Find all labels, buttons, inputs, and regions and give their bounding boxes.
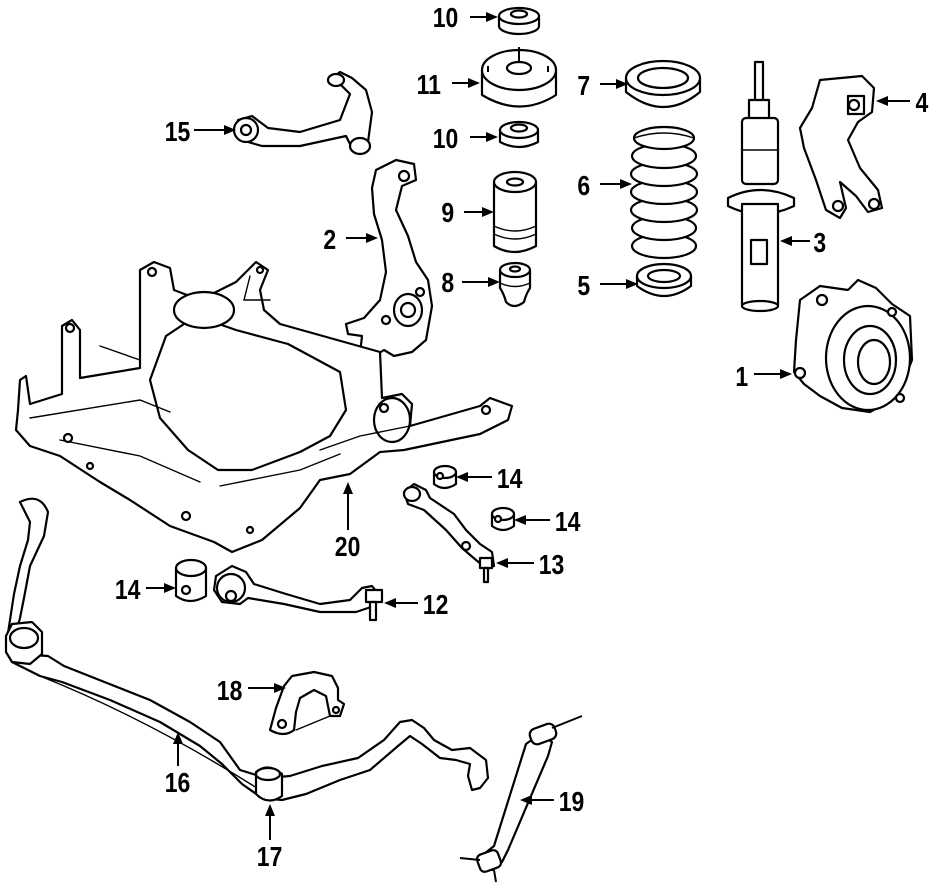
part-14-bushing-right[interactable] — [490, 506, 516, 532]
part-6-coil-spring[interactable] — [629, 125, 699, 260]
callout-16: 16 — [165, 768, 191, 799]
callout-4: 4 — [915, 88, 928, 119]
part-17-stabilizer-bushing[interactable] — [4, 620, 284, 802]
callout-18: 18 — [217, 676, 243, 707]
part-3-strut-shock-absorber[interactable] — [726, 60, 796, 313]
part-10-lower-bump-cap[interactable] — [498, 120, 540, 149]
part-20-subframe[interactable] — [14, 260, 514, 554]
callout-11: 11 — [417, 70, 441, 101]
callout-20: 20 — [335, 532, 361, 563]
part-18-stabilizer-bracket[interactable] — [268, 670, 346, 736]
callout-10-mid: 10 — [433, 124, 459, 155]
part-2-steering-knuckle[interactable] — [344, 158, 434, 362]
part-7-upper-spring-seat[interactable] — [624, 59, 702, 109]
callout-14-left: 14 — [115, 575, 141, 606]
part-12-lower-control-arm[interactable] — [212, 564, 384, 622]
callout-12: 12 — [423, 590, 449, 621]
callout-9: 9 — [441, 198, 454, 229]
part-11-strut-mount[interactable] — [480, 47, 558, 108]
callout-8: 8 — [441, 268, 454, 299]
callout-14-upper: 14 — [497, 464, 523, 495]
part-13-lower-link-arm[interactable] — [402, 482, 496, 584]
callout-13: 13 — [539, 550, 565, 581]
callout-labels: 10 11 10 9 8 7 6 5 4 3 1 15 2 14 14 14 1… — [115, 3, 929, 873]
part-10-upper-bump-cap[interactable] — [497, 6, 541, 36]
callout-5: 5 — [577, 271, 590, 302]
part-15-upper-control-arm[interactable] — [232, 70, 374, 156]
callout-10-top: 10 — [433, 3, 459, 34]
callout-19: 19 — [559, 787, 585, 818]
callout-1: 1 — [735, 362, 748, 393]
callout-15: 15 — [165, 117, 191, 148]
part-4-knuckle[interactable] — [798, 74, 884, 220]
callout-2: 2 — [323, 225, 336, 256]
callout-14-right: 14 — [555, 507, 581, 538]
callout-17: 17 — [257, 842, 283, 873]
part-14-bushing-upper[interactable] — [432, 464, 458, 490]
part-5-lower-spring-seat[interactable] — [635, 262, 693, 298]
part-19-stabilizer-link[interactable] — [459, 715, 583, 883]
callout-3: 3 — [813, 228, 826, 259]
part-14-bushing-left[interactable] — [174, 558, 208, 603]
callout-7: 7 — [577, 71, 590, 102]
part-9-dust-boot[interactable] — [492, 170, 538, 254]
callout-6: 6 — [577, 171, 590, 202]
part-1-wheel-hub[interactable] — [792, 278, 914, 414]
part-16-stabilizer-bar[interactable] — [4, 497, 490, 802]
part-8-bump-stop[interactable] — [498, 261, 532, 308]
leader-arrows — [146, 12, 910, 840]
